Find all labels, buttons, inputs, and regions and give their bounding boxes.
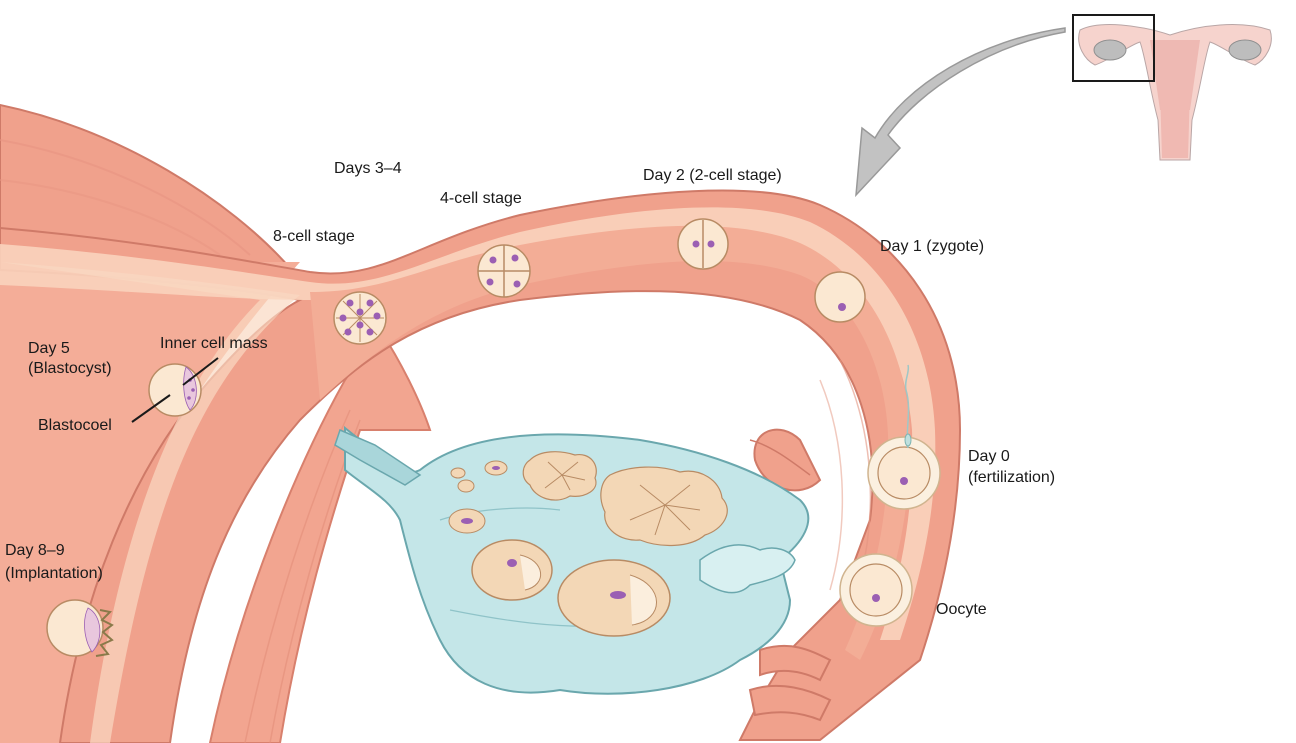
- label-day-8-9: Day 8–9: [5, 542, 65, 559]
- label-blastocoel: Blastocoel: [38, 417, 112, 434]
- sperm-icon: [904, 364, 910, 449]
- label-blastocyst: (Blastocyst): [28, 360, 112, 377]
- primordial-follicles: [448, 460, 508, 534]
- ovary: [334, 425, 810, 695]
- fertilization-cell: [867, 364, 941, 510]
- inner-cell-mass-pointer: [182, 357, 219, 386]
- four-cell-stage: [477, 244, 531, 298]
- label-day-0: Day 0: [968, 448, 1010, 465]
- label-4-cell-stage: 4-cell stage: [440, 190, 522, 207]
- blastocoel-pointer: [131, 394, 171, 423]
- fimbriae: [748, 428, 832, 722]
- label-fertilization: (fertilization): [968, 469, 1056, 486]
- label-day-2: Day 2 (2-cell stage): [643, 167, 782, 184]
- uterus-inset-icon: [1072, 14, 1272, 161]
- label-days-3-4: Days 3–4: [334, 160, 402, 177]
- blastocyst-cell: [148, 363, 202, 417]
- label-day-1: Day 1 (zygote): [880, 238, 985, 255]
- mature-follicle: [557, 559, 671, 637]
- label-implantation: (Implantation): [5, 565, 103, 582]
- secondary-follicle: [471, 539, 553, 601]
- zygote-cell: [814, 271, 866, 323]
- label-inner-cell-mass: Inner cell mass: [160, 335, 268, 352]
- uterine-tube: [0, 189, 962, 743]
- inset-highlight-box: [1072, 14, 1155, 82]
- corpus-luteum: [522, 451, 728, 547]
- eight-cell-stage: [333, 291, 387, 345]
- label-day-5: Day 5: [28, 340, 70, 357]
- label-8-cell-stage: 8-cell stage: [273, 228, 355, 245]
- two-cell-stage: [677, 218, 729, 270]
- oocyte-cell: [839, 553, 913, 627]
- label-oocyte: Oocyte: [936, 601, 987, 618]
- curved-arrow-icon: [855, 27, 1066, 198]
- implantation-cell: [46, 599, 114, 657]
